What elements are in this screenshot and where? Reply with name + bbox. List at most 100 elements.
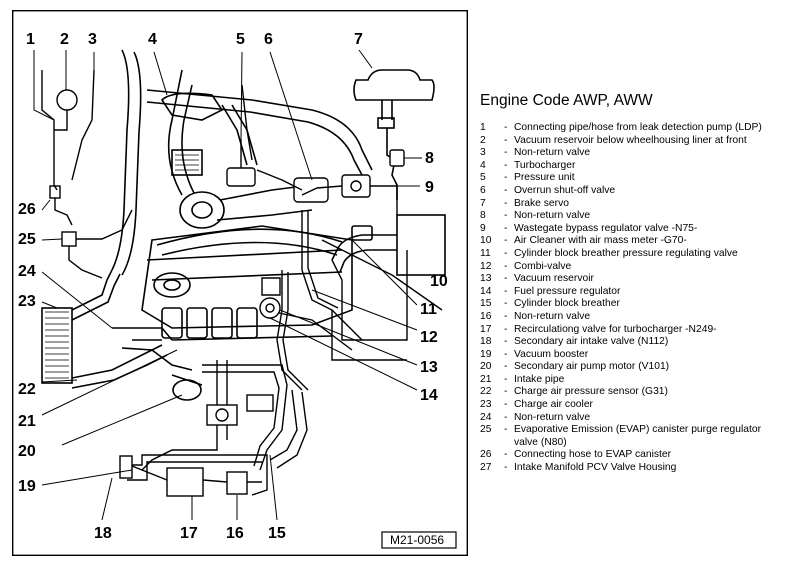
hose-network	[264, 210, 443, 391]
legend-item-number: 15	[480, 298, 492, 310]
legend-item-description: Cylinder block breather	[514, 298, 620, 310]
legend-item-description: Cylinder block breather pressure regulat…	[514, 247, 738, 259]
callout-22: 22	[18, 381, 36, 398]
legend-item: 15-Cylinder block breather	[480, 298, 780, 311]
callout-8: 8	[425, 150, 434, 167]
callout-10: 10	[430, 273, 448, 290]
callout-20: 20	[18, 443, 36, 460]
callout-26: 26	[18, 201, 36, 218]
legend-item-dash: -	[504, 361, 508, 373]
callout-17: 17	[180, 525, 198, 542]
legend-item: 19-Vacuum booster	[480, 349, 780, 362]
legend-item-dash: -	[504, 411, 508, 423]
legend-item-number: 11	[480, 247, 491, 259]
legend-item-dash: -	[504, 310, 508, 322]
legend-item-description: Overrun shut-off valve	[514, 184, 616, 196]
legend-item-dash: -	[504, 260, 508, 272]
legend-item-number: 21	[480, 373, 492, 385]
callout-labels: 1 2 3 4 5 6 7 8 9 10 11 12 13 14 15 16 1…	[18, 31, 448, 542]
legend-item: 21-Intake pipe	[480, 374, 780, 387]
legend-item-number: 20	[480, 361, 492, 373]
legend-item-number: 6	[480, 184, 486, 196]
legend-item-number: 2	[480, 134, 486, 146]
callout-7: 7	[354, 31, 363, 48]
legend-item-dash: -	[504, 235, 508, 247]
legend-item-description: Intake Manifold PCV Valve Housing	[514, 462, 677, 474]
legend: Engine Code AWP, AWW 1-Connecting pipe/h…	[480, 92, 780, 475]
callout-25: 25	[18, 231, 36, 248]
engine-vacuum-diagram: 1 2 3 4 5 6 7 8 9 10 11 12 13 14 15 16 1…	[12, 10, 468, 556]
legend-item: 6 -Overrun shut-off valve	[480, 185, 780, 198]
legend-item-description: Air Cleaner with air mass meter -G70-	[514, 235, 687, 247]
legend-item-dash: -	[504, 197, 508, 209]
callout-2: 2	[60, 31, 69, 48]
legend-item-description: Pressure unit	[514, 172, 575, 184]
legend-title: Engine Code AWP, AWW	[480, 92, 653, 109]
intake-plumbing	[111, 49, 373, 276]
legend-item-dash: -	[504, 373, 508, 385]
legend-item-number: 5	[480, 172, 486, 184]
legend-item-description: Vacuum booster	[514, 348, 589, 360]
legend-item-dash: -	[504, 386, 508, 398]
legend-item-number: 16	[480, 310, 492, 322]
legend-item: 1-Connecting pipe/hose from leak detecti…	[480, 122, 780, 135]
legend-item-number: 19	[480, 348, 492, 360]
legend-item-dash: -	[504, 247, 508, 259]
figure-code: M21-0056	[390, 533, 444, 547]
legend-item: 4-Turbocharger	[480, 160, 780, 173]
legend-item-dash: -	[504, 122, 508, 133]
legend-item-number: 26	[480, 449, 492, 461]
legend-item-dash: -	[504, 424, 508, 436]
lower-hoses	[141, 360, 308, 471]
legend-item-number: 18	[480, 336, 492, 348]
legend-item-description: Vacuum reservoir below wheelhousing line…	[514, 134, 747, 146]
legend-item: 13-Vacuum reservoir	[480, 273, 780, 286]
legend-item: 14-Fuel pressure regulator	[480, 286, 780, 299]
legend-item-number: 13	[480, 273, 492, 285]
legend-item-number: 3	[480, 147, 486, 159]
legend-item-dash: -	[504, 147, 508, 159]
legend-item-number: 9	[480, 222, 486, 234]
legend-item: 12-Combi-valve	[480, 261, 780, 274]
legend-item-dash: -	[504, 210, 508, 222]
legend-item: 23-Charge air cooler	[480, 399, 780, 412]
legend-item: 5-Pressure unit	[480, 172, 780, 185]
legend-item: 7-Brake servo	[480, 198, 780, 211]
engine-block	[141, 225, 353, 341]
legend-item-description: Recirculationg valve for turbocharger -N…	[514, 323, 717, 335]
legend-item-number: 22	[480, 386, 492, 398]
legend-item-description: Charge air cooler	[514, 399, 593, 411]
leader-lines	[33, 49, 446, 521]
callout-1: 1	[26, 31, 35, 48]
callout-3: 3	[88, 31, 97, 48]
legend-item-description: Brake servo	[514, 197, 569, 209]
legend-item-number: 24	[480, 411, 492, 423]
callout-4: 4	[148, 31, 157, 48]
callout-14: 14	[420, 387, 438, 404]
legend-item-number: 23	[480, 399, 492, 411]
legend-item-number: 1	[480, 122, 486, 133]
legend-item-description: Connecting hose to EVAP canister	[514, 449, 672, 461]
legend-item-description: Evaporative Emission (EVAP) canister pur…	[514, 424, 762, 448]
legend-list: 1-Connecting pipe/hose from leak detecti…	[480, 122, 780, 475]
legend-item-number: 27	[480, 462, 492, 474]
legend-item-dash: -	[504, 399, 508, 411]
legend-item-dash: -	[504, 285, 508, 297]
legend-item-number: 12	[480, 260, 492, 272]
legend-item-dash: -	[504, 298, 508, 310]
legend-item-description: Non-return valve	[514, 147, 591, 159]
legend-item-number: 25	[480, 424, 492, 436]
legend-item: 10-Air Cleaner with air mass meter -G70-	[480, 235, 780, 248]
legend-item: 17-Recirculationg valve for turbocharger…	[480, 324, 780, 337]
combi-valve	[259, 277, 281, 319]
legend-item-dash: -	[504, 449, 508, 461]
legend-item-description: Charge air pressure sensor (G31)	[514, 386, 668, 398]
legend-item-dash: -	[504, 184, 508, 196]
legend-item-number: 10	[480, 235, 492, 247]
legend-item-description: Secondary air intake valve (N112)	[514, 336, 669, 348]
callout-15: 15	[268, 525, 286, 542]
callout-16: 16	[226, 525, 244, 542]
legend-item-description: Fuel pressure regulator	[514, 285, 621, 297]
callout-18: 18	[94, 525, 112, 542]
secondary-air-pump	[171, 374, 203, 401]
